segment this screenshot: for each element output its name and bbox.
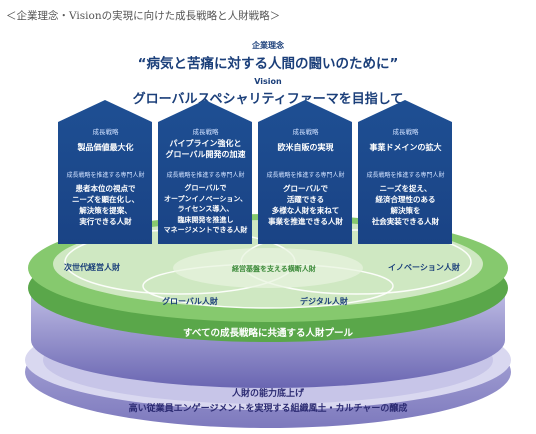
pillar-shape-2 — [158, 100, 252, 244]
pillar-2-tag: 成長戦略 — [192, 128, 219, 136]
pillar-shape-3 — [258, 100, 352, 244]
circle-bottom-left-label: グローバル人財 — [162, 297, 218, 306]
pillar-4: 成長戦略 事業ドメインの拡大 成長戦略を推進する専門人財 ニーズを捉え、経済合理… — [359, 100, 452, 244]
pillar-3: 成長戦略 欧米自販の実現 成長戦略を推進する専門人財 グローバルで活躍できる 多… — [259, 100, 352, 244]
philosophy-label: 企業理念 — [252, 41, 284, 50]
circle-center-label: 経営基盤を支える横断人財 — [232, 265, 316, 273]
pillar-2-body: グローバルでオープンイノベーション、 ライセンス導入、臨床開発を推進し マネージ… — [163, 184, 248, 234]
pillar-1-title: 製品価値最大化 — [77, 143, 134, 152]
pillar-3-body: グローバルで活躍できる 多様な人財を束ねて事業を推進できる人財 — [268, 184, 343, 226]
pillar-3-tag: 成長戦略 — [292, 128, 319, 136]
pillar-3-title: 欧米自販の実現 — [277, 143, 334, 152]
pillar-1-tag2: 成長戦略を推進する専門人財 — [66, 172, 145, 179]
pillar-4-title: 事業ドメインの拡大 — [369, 143, 442, 152]
pillar-shape-1 — [58, 100, 152, 244]
circle-right-label: イノベーション人財 — [388, 263, 460, 272]
pillar-1-body: 患者本位の視点でニーズを顕在化し、 解決策を提案、実行できる人財 — [71, 184, 140, 226]
pillar-4-body: ニーズを捉え、経済合理性のある 解決策を社会実装できる人財 — [371, 184, 440, 226]
pillar-2-tag2: 成長戦略を推進する専門人財 — [166, 172, 245, 179]
circle-center — [173, 248, 363, 288]
pillar-3-tag2: 成長戦略を推進する専門人財 — [266, 172, 345, 179]
pillar-1: 成長戦略 製品価値最大化 成長戦略を推進する専門人財 患者本位の視点でニーズを顕… — [59, 100, 152, 244]
talent-pool-band: すべての成長戦略に共通する人財プール — [183, 328, 353, 339]
figure-caption: ＜企業理念・Visionの実現に向けた成長戦略と人財戦略＞ — [6, 10, 281, 22]
pillar-shape-4 — [358, 100, 452, 244]
circle-bottom-right-label: デジタル人財 — [300, 297, 348, 306]
circle-left-label: 次世代経営人財 — [64, 263, 120, 272]
base-capability-label: 人財の能力底上げ — [231, 389, 304, 399]
pillar-1-tag: 成長戦略 — [92, 128, 119, 136]
pillar-4-tag2: 成長戦略を推進する専門人財 — [366, 172, 445, 179]
base-culture-band: 高い従業員エンゲージメントを実現する組織風土・カルチャーの醸成 — [128, 404, 408, 414]
philosophy-motto: “病気と苦痛に対する人間の闘いのために” — [137, 56, 399, 72]
pillar-2: 成長戦略 パイプライン強化と グローバル開発の加速 成長戦略を推進する専門人財 … — [159, 100, 252, 244]
vision-label: Vision — [254, 77, 282, 86]
pillar-4-tag: 成長戦略 — [392, 128, 419, 136]
pillar-2-title: パイプライン強化と グローバル開発の加速 — [165, 139, 246, 159]
